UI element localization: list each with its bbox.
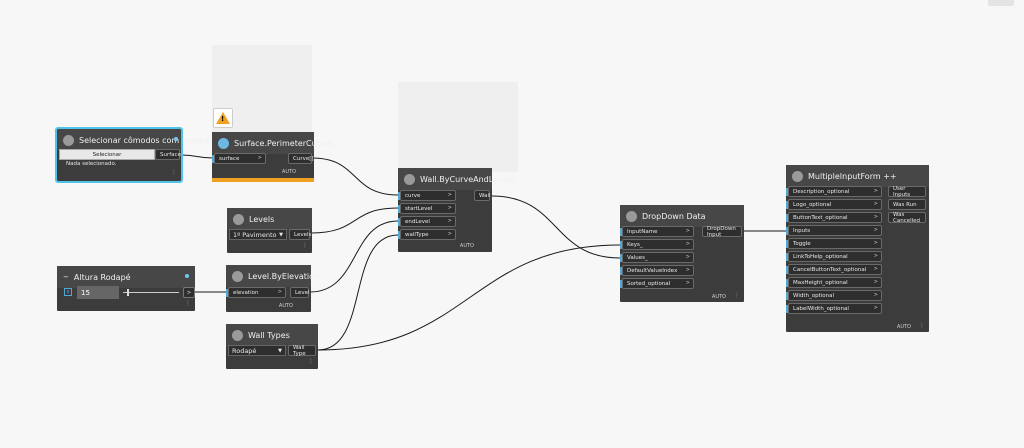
wire-walltype — [317, 234, 399, 351]
input-port-link-to-help[interactable]: LinkToHelp_optional> — [786, 251, 882, 262]
chevron-down-icon: ▼ — [278, 347, 282, 354]
node-title: Levels — [249, 214, 275, 224]
selection-icon — [63, 134, 74, 146]
input-port-width[interactable]: Width_optional> — [786, 290, 882, 301]
node-title: Wall.ByCurveAndLevels — [420, 174, 515, 184]
output-port-curves[interactable]: Curve[] — [288, 153, 314, 164]
wire-wall-out — [491, 195, 621, 259]
input-port-elevation[interactable]: elevation> — [226, 287, 286, 298]
node-wall-types[interactable]: Wall Types Rodapé▼ Wall Type ⋮ — [226, 324, 318, 369]
chevron-down-icon: ▼ — [279, 231, 283, 238]
node-surface-perimeter-curves[interactable]: Surface.PerimeterCurves surface> Curve[]… — [212, 132, 334, 182]
node-title: DropDown Data — [642, 211, 706, 221]
input-port-end-level[interactable]: endLevel> — [398, 216, 456, 227]
select-button[interactable]: Selecionar — [59, 149, 155, 160]
dropdown-icon — [626, 210, 637, 222]
node-levels[interactable]: Levels 1º Pavimento▼ Levels ⋮ — [227, 208, 312, 253]
preview-shade — [398, 82, 518, 172]
input-port-default-index[interactable]: DefaultValueIndex> — [620, 265, 694, 276]
more-icon[interactable]: ⋮ — [308, 358, 314, 365]
node-title: Level.ByElevation — [248, 271, 320, 281]
wire-level-end — [309, 220, 399, 293]
node-wall-by-curve-and-levels[interactable]: Wall.ByCurveAndLevels curve> startLevel>… — [398, 168, 514, 252]
expand-slider-icon[interactable]: x — [64, 288, 72, 296]
input-port-input-name[interactable]: InputName> — [620, 226, 694, 237]
input-port-button-text[interactable]: ButtonText_optional> — [786, 212, 882, 223]
more-icon[interactable]: ⋮ — [919, 322, 925, 329]
node-title: MultipleInputForm ++ — [808, 171, 897, 181]
levels-dropdown[interactable]: 1º Pavimento▼ — [229, 229, 287, 240]
height-value[interactable]: 15 — [77, 286, 119, 299]
canvas-toggle-button[interactable] — [988, 0, 1014, 6]
output-port-level[interactable]: Level — [290, 287, 310, 298]
run-mode-label: AUTO — [711, 294, 726, 300]
surface-icon — [218, 137, 229, 149]
run-mode-label: AUTO — [278, 303, 293, 309]
preview-dot-icon — [185, 274, 189, 278]
node-level-by-elevation[interactable]: Level.ByElevation elevation> Level AUTO — [226, 265, 319, 312]
levels-icon — [233, 213, 244, 225]
preview-dot-icon — [174, 137, 178, 141]
wire-surface — [180, 154, 214, 159]
input-port-cancel-button-text[interactable]: CancelButtonText_optional> — [786, 264, 882, 275]
output-port-wall-type[interactable]: Wall Type — [288, 345, 316, 357]
output-port-surface[interactable]: Surface — [155, 149, 181, 160]
minus-icon: − — [63, 273, 69, 281]
run-mode-label: AUTO — [896, 324, 911, 330]
more-icon[interactable]: ⋮ — [185, 300, 191, 307]
warning-bar — [212, 178, 314, 182]
output-port-user-inputs[interactable]: User Inputs — [888, 186, 926, 198]
wire-curve — [311, 157, 399, 196]
output-port-dropdown-input[interactable]: DropDown Input — [702, 226, 742, 238]
warning-icon — [216, 112, 230, 124]
input-port-sorted[interactable]: Sorted_optional> — [620, 278, 694, 289]
slider-track[interactable] — [123, 292, 179, 293]
wall-icon — [232, 329, 243, 341]
node-select-rooms[interactable]: Selecionar cômodos com rodapé Selecionar… — [55, 127, 210, 183]
input-port-description[interactable]: Description_optional> — [786, 186, 882, 197]
level-icon — [232, 270, 243, 282]
input-port-label-width[interactable]: LabelWidth_optional> — [786, 303, 882, 314]
node-multiple-input-form[interactable]: MultipleInputForm ++ Description_optiona… — [786, 165, 929, 332]
input-port-wall-type[interactable]: wallType> — [398, 229, 456, 240]
wall-icon — [404, 173, 415, 185]
warning-badge[interactable]: ! — [213, 108, 233, 128]
output-port-was-run[interactable]: Was Run — [888, 199, 926, 210]
more-icon[interactable]: ⋮ — [171, 169, 177, 176]
output-port-was-cancelled[interactable]: Was Cancelled — [888, 212, 926, 224]
form-icon — [792, 170, 803, 182]
input-port-start-level[interactable]: startLevel> — [398, 203, 456, 214]
input-port-surface[interactable]: surface> — [212, 153, 266, 164]
slider-thumb[interactable] — [127, 289, 129, 296]
wall-types-dropdown[interactable]: Rodapé▼ — [228, 345, 286, 356]
node-height-slider[interactable]: −Altura Rodapé x 15 > ⋮ — [57, 266, 195, 311]
wire-levels-start — [310, 207, 399, 234]
node-title: Wall Types — [248, 330, 290, 340]
run-mode-label: AUTO — [459, 243, 474, 249]
run-mode-label: AUTO — [281, 169, 296, 175]
input-port-toggle[interactable]: Toggle> — [786, 238, 882, 249]
more-icon[interactable]: ⋮ — [734, 292, 740, 299]
wire-type-values — [317, 244, 621, 351]
input-port-logo[interactable]: Logo_optional> — [786, 199, 882, 210]
input-port-inputs[interactable]: Inputs> — [786, 225, 882, 236]
node-title: Selecionar cômodos com rodapé — [79, 135, 210, 145]
input-port-keys[interactable]: Keys_> — [620, 239, 694, 250]
output-port-wall[interactable]: Wall — [474, 190, 491, 201]
selection-status: Nada selecionado. — [66, 161, 117, 167]
input-port-values[interactable]: Values_> — [620, 252, 694, 263]
node-title: Surface.PerimeterCurves — [234, 138, 334, 148]
more-icon[interactable]: ⋮ — [302, 242, 308, 249]
input-port-curve[interactable]: curve> — [398, 190, 456, 201]
node-title: Altura Rodapé — [73, 272, 131, 282]
output-port-levels[interactable]: Levels — [289, 229, 311, 240]
node-dropdown-data[interactable]: DropDown Data InputName> Keys_> Values_>… — [620, 205, 744, 302]
output-port-number[interactable]: > — [183, 287, 195, 298]
input-port-max-height[interactable]: MaxHeight_optional> — [786, 277, 882, 288]
